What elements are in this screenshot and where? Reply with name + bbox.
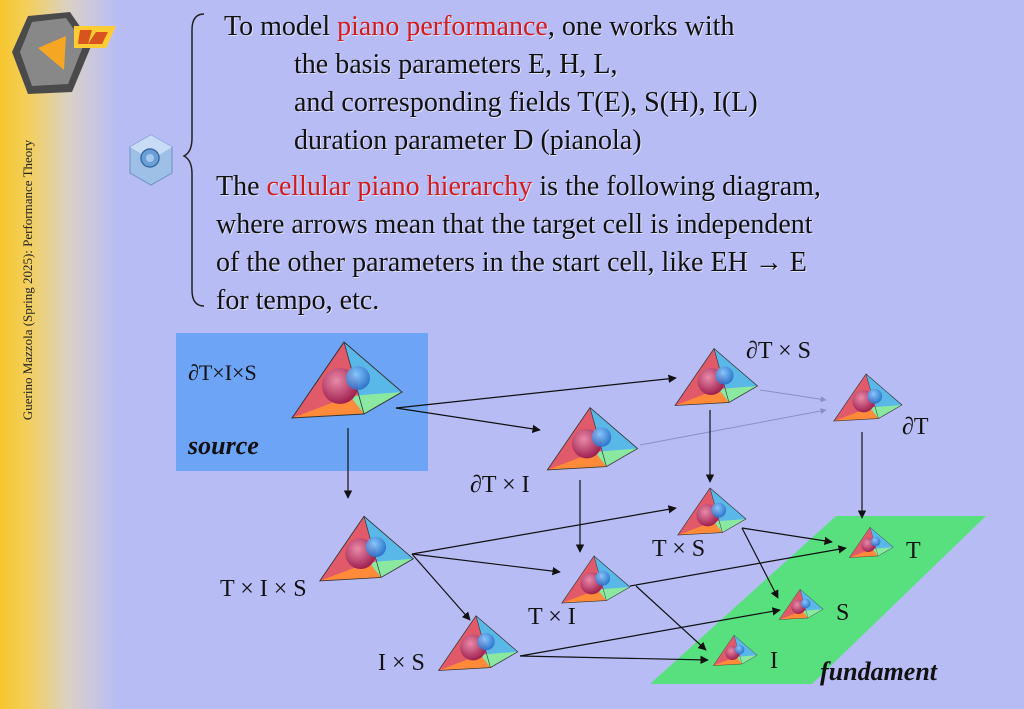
highlight-piano-performance: piano performance — [337, 11, 548, 42]
intro-line-3: and corresponding fields T(E), S(H), I(L… — [294, 87, 758, 118]
bullet-icon — [129, 134, 173, 186]
label-T: T — [906, 538, 921, 564]
label-dTS: ∂T × S — [746, 338, 811, 364]
fundament-label: fundament — [820, 657, 938, 686]
arrows — [343, 374, 867, 665]
description-line-1: The cellular piano hierarchy is the foll… — [216, 171, 821, 202]
label-S: S — [836, 600, 849, 626]
intro-line-4: duration parameter D (pianola) — [294, 125, 642, 156]
curly-brace — [182, 13, 205, 307]
description-line-2: where arrows mean that the target cell i… — [216, 209, 813, 240]
description-line-3: of the other parameters in the start cel… — [216, 247, 807, 278]
description-line-4: for tempo, etc. — [216, 285, 380, 316]
highlight-cellular-hierarchy: cellular piano hierarchy — [266, 171, 533, 202]
cell-TS — [677, 487, 747, 536]
cell-TIS — [319, 515, 414, 582]
label-dT: ∂T — [902, 414, 929, 440]
source-box — [176, 333, 428, 471]
intro-line-2: the basis parameters E, H, L, — [294, 49, 618, 80]
cell-dTI — [546, 407, 638, 471]
label-I: I — [770, 648, 778, 674]
label-TIS: T × I × S — [220, 576, 307, 602]
cell-dT — [833, 373, 903, 422]
label-dTIS: ∂T×I×S — [188, 360, 257, 385]
label-dTI: ∂T × I — [470, 472, 530, 498]
sidebar: Guerino Mazzola (Spring 2025): Performan… — [0, 0, 118, 709]
label-IS: I × S — [378, 650, 425, 676]
label-TI: T × I — [528, 604, 576, 630]
label-TS: T × S — [652, 536, 705, 562]
cell-IS — [438, 615, 519, 671]
source-label: source — [187, 431, 259, 460]
intro-line-1: To model piano performance, one works wi… — [224, 11, 735, 42]
cell-TI — [561, 555, 631, 604]
logo-icon — [12, 12, 116, 94]
